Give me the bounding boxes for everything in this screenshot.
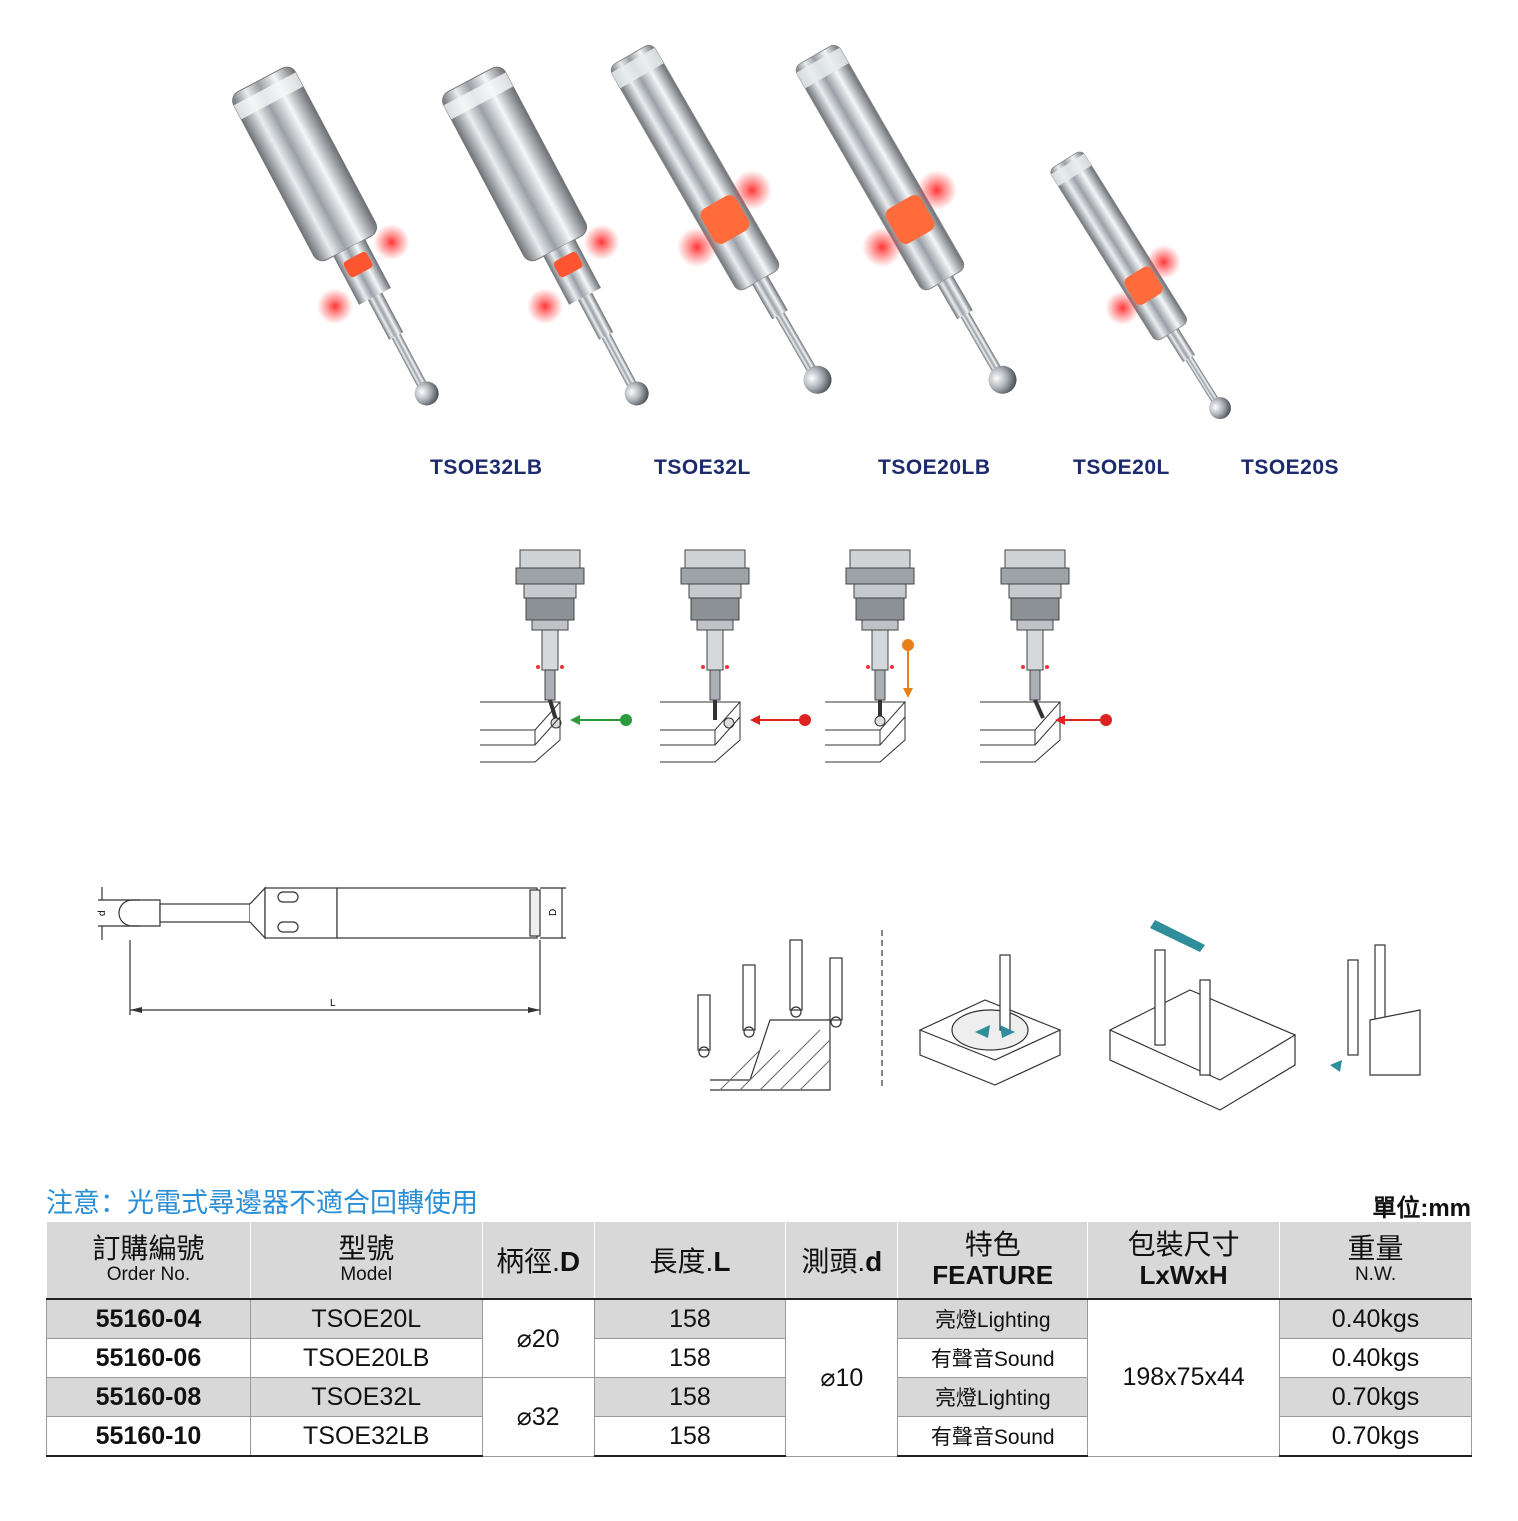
product-photos [228, 42, 1243, 429]
product-label-3: TSOE20LB [878, 456, 991, 479]
pack-size: 198x75x44 [1087, 1299, 1281, 1457]
product-label-5: TSOE20S [1241, 456, 1340, 479]
header-shank: 柄徑.D [481, 1221, 595, 1300]
header-probe: 測頭.d [785, 1221, 899, 1300]
product-label-2: TSOE32L [654, 456, 751, 479]
table-row: 55160-08 TSOE32L ⌀32 158 亮燈Lighting 0.70… [46, 1377, 1472, 1457]
shank-32: ⌀32 [481, 1377, 595, 1457]
header-length: 長度.L [593, 1221, 787, 1300]
dim-L-label: L [330, 998, 336, 1009]
usage-diagrams [479, 549, 1112, 763]
product-label-1: TSOE32LB [430, 456, 543, 479]
shank-20: ⌀20 [481, 1299, 595, 1378]
probe-size: ⌀10 [785, 1299, 899, 1457]
dimension-drawing: d D L [97, 886, 566, 1015]
table-row: 55160-10 TSOE32LB 158 有聲音Sound 0.70kgs [46, 1416, 1472, 1457]
dim-D-label: D [548, 909, 559, 916]
unit-label: 單位:mm [1372, 1195, 1471, 1222]
table-row: 55160-04 TSOE20L ⌀20 158 ⌀10 亮燈Lighting … [46, 1299, 1472, 1457]
table-row: 55160-06 TSOE20LB 158 有聲音Sound 0.40kgs [46, 1338, 1472, 1378]
usage-notice: 注意：光電式尋邊器不適合回轉使用 [46, 1188, 478, 1218]
dim-d-label: d [97, 910, 108, 916]
product-label-4: TSOE20L [1073, 456, 1170, 479]
application-illustrations [697, 920, 1421, 1111]
